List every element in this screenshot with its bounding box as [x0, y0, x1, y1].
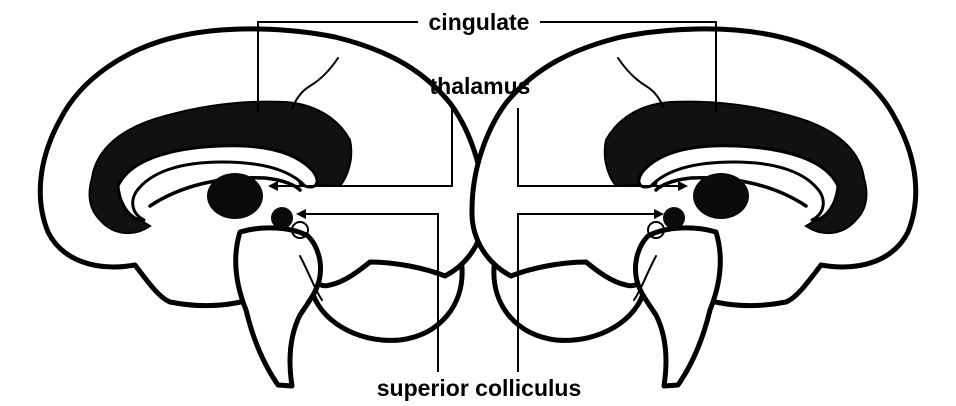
left-hemisphere [40, 29, 484, 386]
superior-colliculus-label: superior colliculus [377, 375, 582, 401]
thalamus-label: thalamus [430, 73, 531, 99]
cingulate-label: cingulate [429, 9, 530, 35]
right-hemisphere [472, 29, 916, 386]
